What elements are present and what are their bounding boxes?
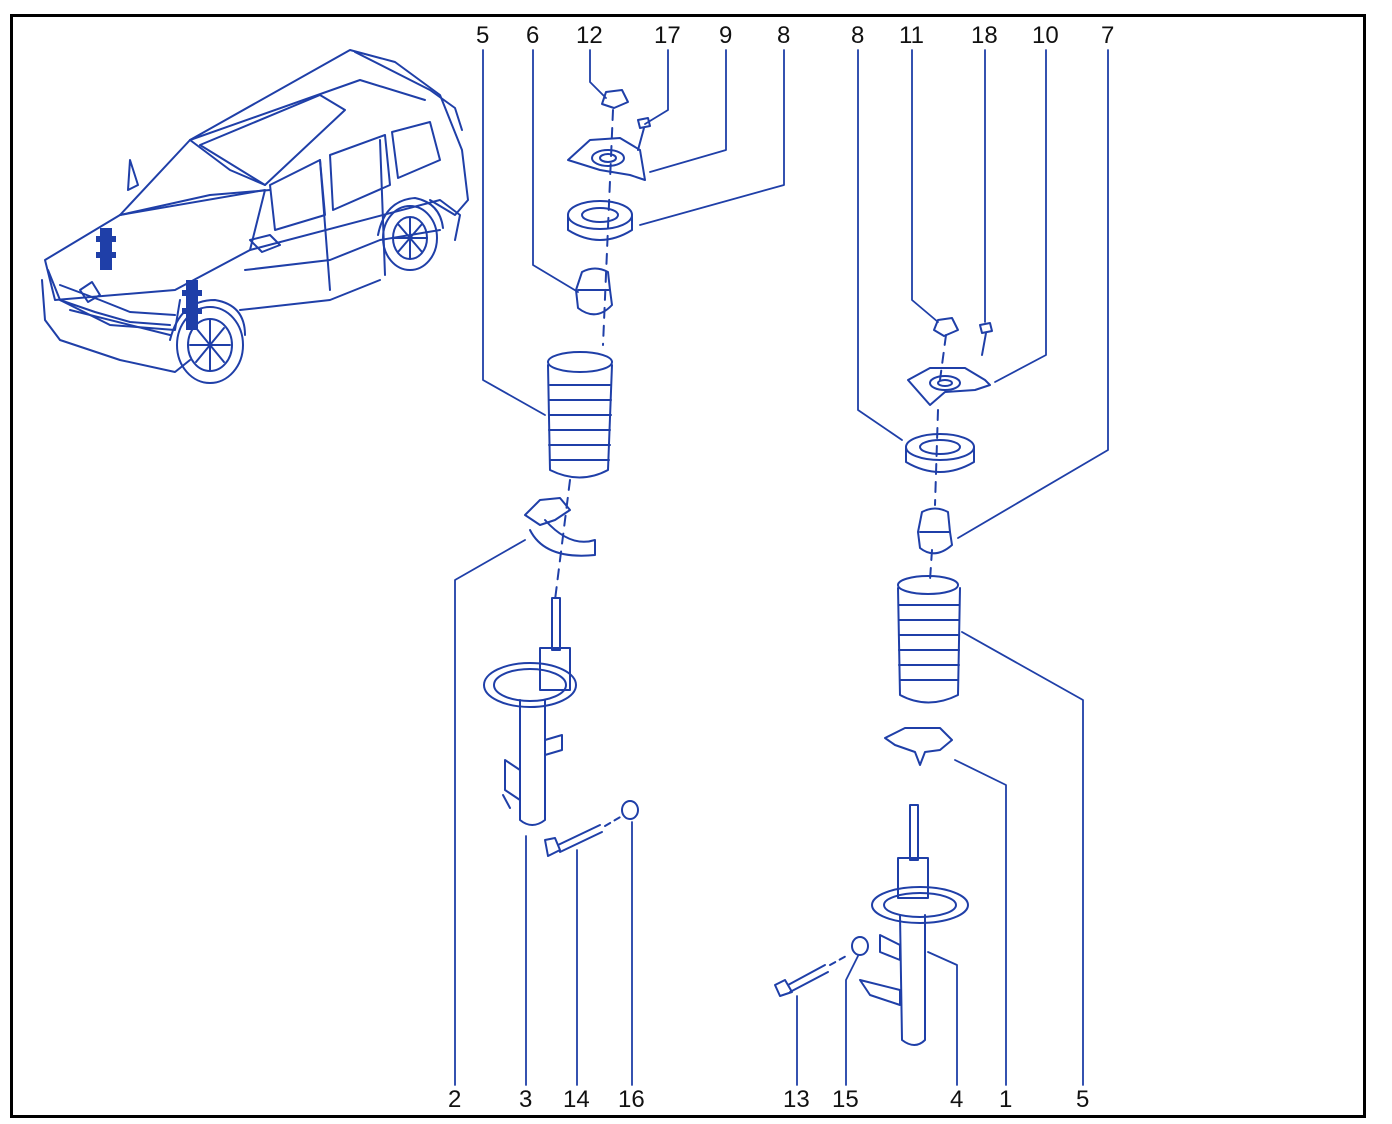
callout-bottom-5: 13 — [783, 1086, 810, 1113]
callout-top-2: 6 — [526, 22, 540, 49]
callout-top-6: 8 — [777, 22, 791, 49]
diagram-frame — [10, 14, 1366, 1118]
callout-bottom-3: 14 — [563, 1086, 590, 1113]
callout-top-9: 18 — [971, 22, 998, 49]
callout-bottom-9: 5 — [1076, 1086, 1090, 1113]
callout-bottom-6: 15 — [832, 1086, 859, 1113]
right-strut-assembly — [774, 317, 993, 1046]
callout-top-10: 10 — [1032, 22, 1059, 49]
suv-overview-icon — [41, 49, 469, 384]
callout-bottom-7: 4 — [950, 1086, 964, 1113]
callout-bottom-2: 3 — [519, 1086, 533, 1113]
callout-top-7: 8 — [851, 22, 865, 49]
callout-bottom-8: 1 — [999, 1086, 1013, 1113]
callout-bottom-4: 16 — [618, 1086, 645, 1113]
callout-top-4: 17 — [654, 22, 681, 49]
callout-top-3: 12 — [576, 22, 603, 49]
callout-bottom-1: 2 — [448, 1086, 462, 1113]
callout-top-8: 11 — [899, 22, 924, 49]
callout-top-1: 5 — [476, 22, 490, 49]
left-strut-assembly — [483, 89, 651, 857]
leader-lines — [454, 49, 1109, 1086]
callout-top-11: 7 — [1101, 22, 1115, 49]
callout-top-5: 9 — [719, 22, 733, 49]
